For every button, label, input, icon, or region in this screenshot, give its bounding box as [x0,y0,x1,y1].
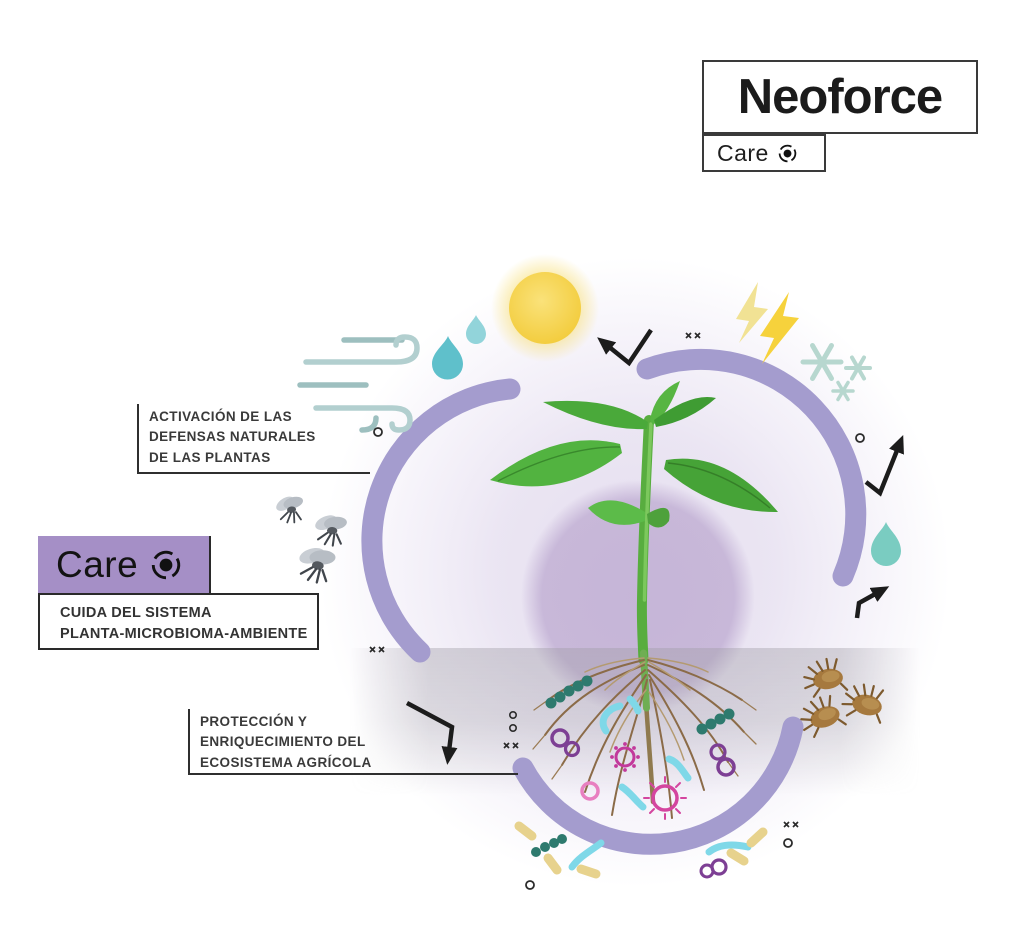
bacteria-chain-icon [531,675,735,857]
bent-arrow-icon-right-upper [864,435,904,497]
bent-arrow-icon-top [597,328,653,367]
wind-icon [297,334,420,433]
label-protection-line3: ECOSISTEMA AGRÍCOLA [200,754,372,770]
label-activation-line3: DE LAS PLANTAS [149,449,271,465]
brand-logo-box: Neoforce [702,60,978,134]
orbit-dot-icon [778,144,797,162]
virus-icon [580,742,687,820]
plant-illustration [490,381,778,819]
cycle-arcs [361,348,867,855]
product-line-label: Care [717,139,769,166]
care-tagline-line1: CUIDA DEL SISTEMA [60,605,212,621]
care-tagline-line2: PLANTA-MICROBIOMA-AMBIENTE [60,626,308,643]
care-tagline-box: CUIDA DEL SISTEMA PLANTA-MICROBIOMA-AMBI… [38,593,319,650]
brand-name: Neoforce [737,70,943,124]
orbit-dot-icon [152,550,181,579]
soil-microbes-icon [514,675,768,879]
mites-icon [800,657,885,739]
label-activation-line1: ACTIVACIÓN DE LAS [149,409,293,424]
bacteria-rod-icon [514,821,768,879]
sun-icon [491,254,599,362]
label-protection-line1: PROTECCIÓN Y [200,714,308,729]
bent-arrow-icon-right-lower [854,586,890,619]
product-line-box: Care [702,134,826,172]
microbe-worm-icon [568,695,752,871]
lightning-icon [736,282,799,364]
microbe-ring-icon [550,728,736,879]
care-badge: Care [38,536,211,593]
cycle-arc-bottom [512,716,804,855]
water-drop-icon [871,522,901,566]
cycle-arc-left [361,378,521,663]
care-badge-label: Care [56,543,139,585]
flow-arrows [405,328,904,765]
rain-drops-icon [432,315,486,380]
decorative-marks [369,332,865,890]
label-protection-line2: ENRIQUECIMIENTO DEL [200,734,366,750]
whiteflies-icon [276,496,347,584]
bent-arrow-icon-bottom-left [405,701,458,765]
label-protection: PROTECCIÓN Y ENRIQUECIMIENTO DEL ECOSIST… [188,709,518,775]
cycle-arc-top-right [636,348,867,587]
snowflakes-icon [800,343,872,402]
label-activation-line2: DEFENSAS NATURALES [149,429,316,445]
label-activation: ACTIVACIÓN DE LAS DEFENSAS NATURALES DE … [137,404,370,474]
